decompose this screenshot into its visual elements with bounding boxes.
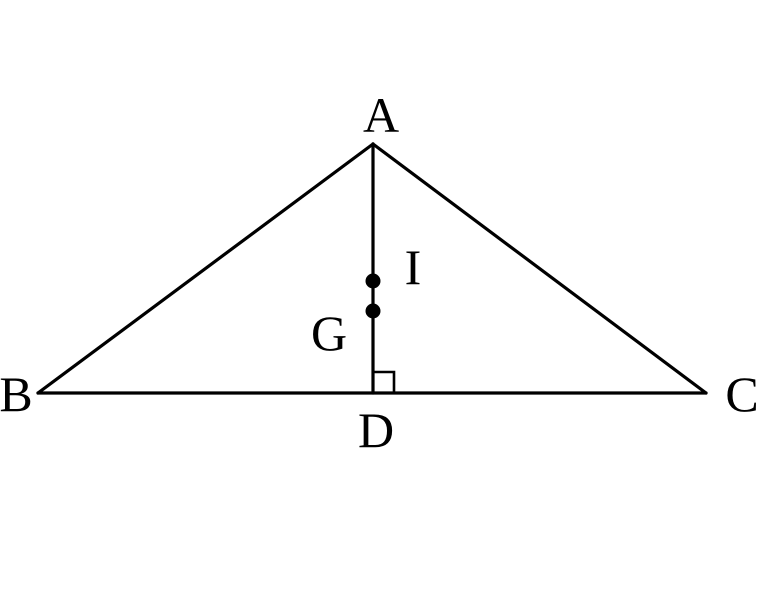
point-i-dot (365, 273, 381, 289)
side-ac (371, 142, 708, 395)
label-vertex-a: A (363, 87, 399, 143)
label-point-g: G (311, 305, 347, 361)
side-ab (36, 142, 375, 395)
label-point-i: I (405, 239, 422, 295)
right-angle-marker (373, 370, 396, 393)
label-vertex-b: B (0, 366, 33, 422)
label-vertex-d: D (358, 402, 394, 458)
label-vertex-c: C (725, 366, 758, 422)
point-g-dot (365, 303, 381, 319)
